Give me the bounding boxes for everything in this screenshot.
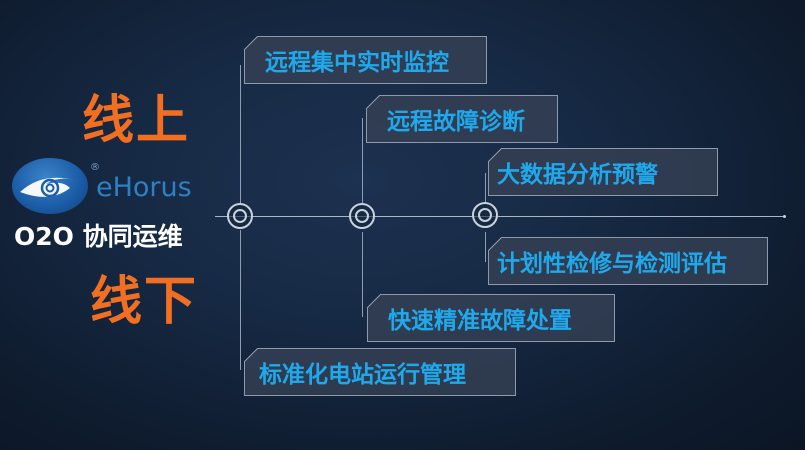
offline-item-1-label: 计划性检修与检测评估 [488, 237, 768, 285]
connector-3-down [485, 232, 486, 262]
timeline-node-2 [349, 203, 375, 229]
timeline-axis [215, 216, 785, 217]
timeline-node-3 [472, 202, 498, 228]
online-item-3: 大数据分析预警 [488, 148, 718, 196]
o2o-subtitle: O2O 协同运维 [14, 222, 183, 251]
offline-item-1: 计划性检修与检测评估 [488, 237, 768, 285]
offline-item-2: 快速精准故障处置 [367, 294, 615, 342]
online-label: 线上 [82, 91, 191, 151]
connector-1-down [240, 230, 241, 370]
connector-1-up [240, 65, 241, 205]
online-item-1-label: 远程集中实时监控 [244, 36, 487, 84]
brand-name: eHorus [96, 172, 192, 203]
online-item-3-label: 大数据分析预警 [488, 148, 718, 196]
connector-2-up [362, 118, 363, 204]
offline-item-3-label: 标准化电站运行管理 [244, 348, 516, 396]
online-item-2-label: 远程故障诊断 [366, 95, 558, 143]
offline-item-3: 标准化电站运行管理 [244, 348, 516, 396]
connector-3-up [485, 173, 486, 203]
ehorus-logo [12, 158, 88, 214]
timeline-end-dot [783, 215, 786, 218]
online-item-2: 远程故障诊断 [366, 95, 558, 143]
registered-mark: ® [90, 162, 100, 173]
offline-label: 线下 [90, 272, 199, 332]
offline-item-2-label: 快速精准故障处置 [367, 294, 615, 342]
eye-logo-icon [12, 158, 88, 214]
timeline-node-1 [227, 203, 253, 229]
online-item-1: 远程集中实时监控 [244, 36, 487, 84]
connector-2-down [362, 232, 363, 317]
